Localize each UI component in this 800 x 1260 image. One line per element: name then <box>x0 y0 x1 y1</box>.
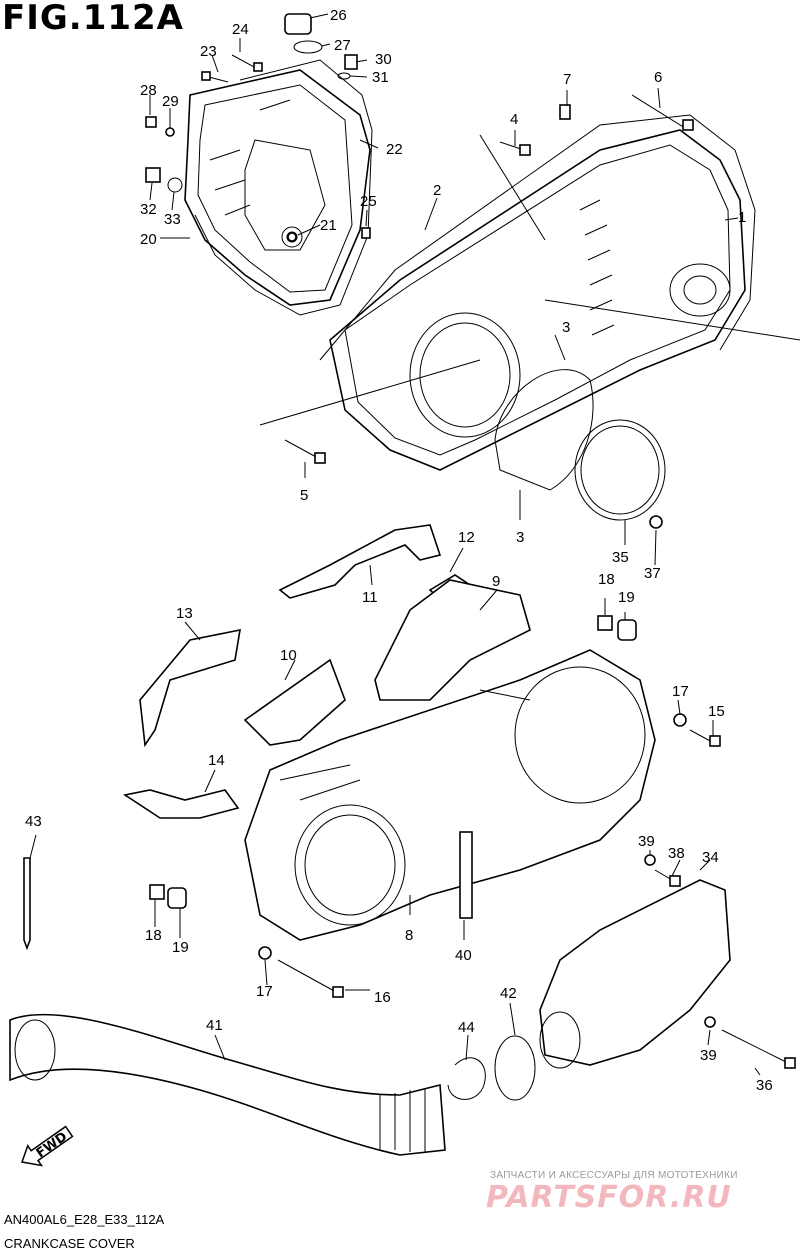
bolt-28 <box>145 116 157 128</box>
gasket-3 <box>494 369 594 491</box>
plug-21 <box>287 232 297 242</box>
cover-11 <box>278 524 442 599</box>
washer-29 <box>165 127 175 137</box>
dowel-25 <box>361 227 371 239</box>
bolt-23 <box>201 71 229 83</box>
oring-27 <box>293 40 323 54</box>
tube-41 <box>9 1013 446 1156</box>
washer-17a <box>673 713 687 727</box>
washer-17b <box>258 946 272 960</box>
inner-cover-20 <box>184 69 371 306</box>
strip-40 <box>459 831 473 919</box>
bearing-18a <box>597 615 613 631</box>
cover-10 <box>243 658 346 746</box>
bolt-37 <box>649 515 663 529</box>
oring-33 <box>167 177 183 193</box>
grommet-19b <box>167 887 187 909</box>
leader-lines <box>29 13 761 1076</box>
bearing-18b <box>149 884 165 900</box>
washer-39b <box>704 1016 716 1028</box>
diagram-caption: CRANKCASE COVER <box>4 1236 135 1251</box>
bolt-4 <box>499 141 531 156</box>
plug-30 <box>344 54 358 70</box>
figure-title: FIG.112A <box>2 0 184 38</box>
clamp-42 <box>494 1035 536 1101</box>
pin-7 <box>559 104 571 120</box>
cover-9 <box>374 579 531 701</box>
bolt-24 <box>231 54 263 72</box>
plug-32 <box>145 167 161 183</box>
band-43 <box>23 857 31 951</box>
watermark-subtitle: ЗАПЧАСТИ И АКСЕССУАРЫ ДЛЯ МОТОТЕХНИКИ <box>490 1170 738 1181</box>
bolt-16 <box>277 959 344 998</box>
bolt-6 <box>631 94 694 131</box>
cover-8 <box>244 649 656 941</box>
bolt-15 <box>689 729 721 747</box>
bolt-36 <box>721 1029 796 1069</box>
watermark-logo: PARTSFOR.RU <box>486 1180 732 1215</box>
duct-34 <box>539 879 731 1069</box>
cover-13 <box>139 628 241 748</box>
bolt-5 <box>284 439 326 464</box>
cover-14 <box>122 789 240 819</box>
cover-2 <box>329 129 746 471</box>
clip-44 <box>447 1057 486 1100</box>
cap-26 <box>284 13 312 35</box>
grommet-19a <box>617 619 637 641</box>
diagram-code: AN400AL6_E28_E33_112A <box>4 1212 165 1227</box>
washer-39a <box>644 854 656 866</box>
seal-35 <box>574 419 666 521</box>
gasket-22 <box>194 59 373 316</box>
gasket-2 <box>319 114 756 361</box>
bolt-38 <box>654 869 681 887</box>
